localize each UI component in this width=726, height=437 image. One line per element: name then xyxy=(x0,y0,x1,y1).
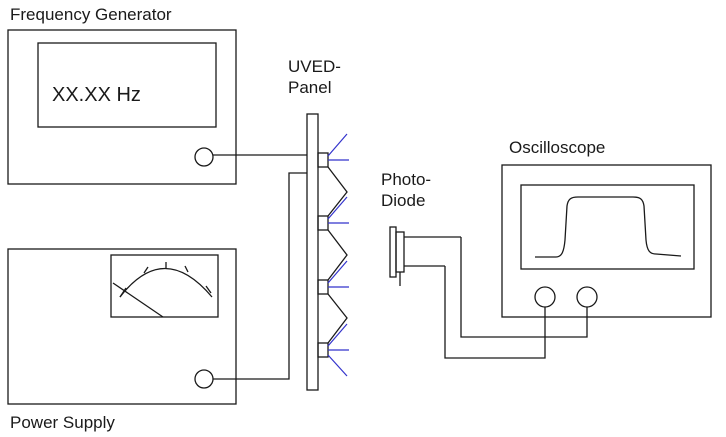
uv-ray xyxy=(327,323,348,347)
meter-tick xyxy=(119,287,127,298)
power-supply xyxy=(7,248,237,405)
frequency-generator xyxy=(7,29,237,185)
photodiode-label-line1: Photo- xyxy=(381,170,432,189)
frequency-generator-body xyxy=(7,29,237,185)
oscilloscope-screen xyxy=(520,184,695,270)
led xyxy=(317,215,329,231)
meter-needle xyxy=(112,282,164,318)
analog-meter xyxy=(110,254,219,318)
meter-tick xyxy=(184,265,189,273)
frequency-output-knob xyxy=(194,147,214,167)
frequency-readout: XX.XX Hz xyxy=(52,84,141,106)
meter-tick xyxy=(143,266,149,274)
uv-ray xyxy=(327,133,348,157)
oscilloscope xyxy=(501,164,712,318)
oscilloscope-input-knob-1 xyxy=(534,286,556,308)
power-supply-body xyxy=(7,248,237,405)
photodiode-body xyxy=(395,231,405,273)
led-series-wiring xyxy=(327,166,348,217)
power-wire xyxy=(213,172,307,380)
signal-wire-1 xyxy=(460,237,588,338)
meter-scale-arc xyxy=(119,267,213,298)
meter-tick xyxy=(205,285,212,294)
photodiode xyxy=(389,226,461,286)
photodiode-lens xyxy=(389,226,397,278)
led xyxy=(317,279,329,295)
uved-panel-board xyxy=(306,113,319,391)
uv-ray xyxy=(327,260,348,284)
frequency-display xyxy=(37,42,217,128)
led-series-wiring xyxy=(327,293,348,344)
uv-ray xyxy=(327,196,348,220)
uved-panel-label-line1: UVED- xyxy=(288,57,341,76)
led xyxy=(317,342,329,358)
uved-leds xyxy=(317,152,329,358)
frequency-generator-label: Frequency Generator xyxy=(10,5,172,24)
power-supply-label: Power Supply xyxy=(10,413,115,432)
oscilloscope-waveform xyxy=(535,196,682,258)
led-series-wiring xyxy=(327,229,348,281)
oscilloscope-label: Oscilloscope xyxy=(509,138,606,157)
uved-panel-label-line2: Panel xyxy=(288,78,332,97)
uv-light-rays xyxy=(327,133,349,377)
power-output-knob xyxy=(194,369,214,389)
uv-ray xyxy=(327,354,348,377)
oscilloscope-input-knob-2 xyxy=(576,286,598,308)
photodiode-label-line2: Diode xyxy=(381,191,426,210)
led xyxy=(317,152,329,168)
oscilloscope-body xyxy=(501,164,712,318)
signal-wire-2 xyxy=(444,266,546,359)
